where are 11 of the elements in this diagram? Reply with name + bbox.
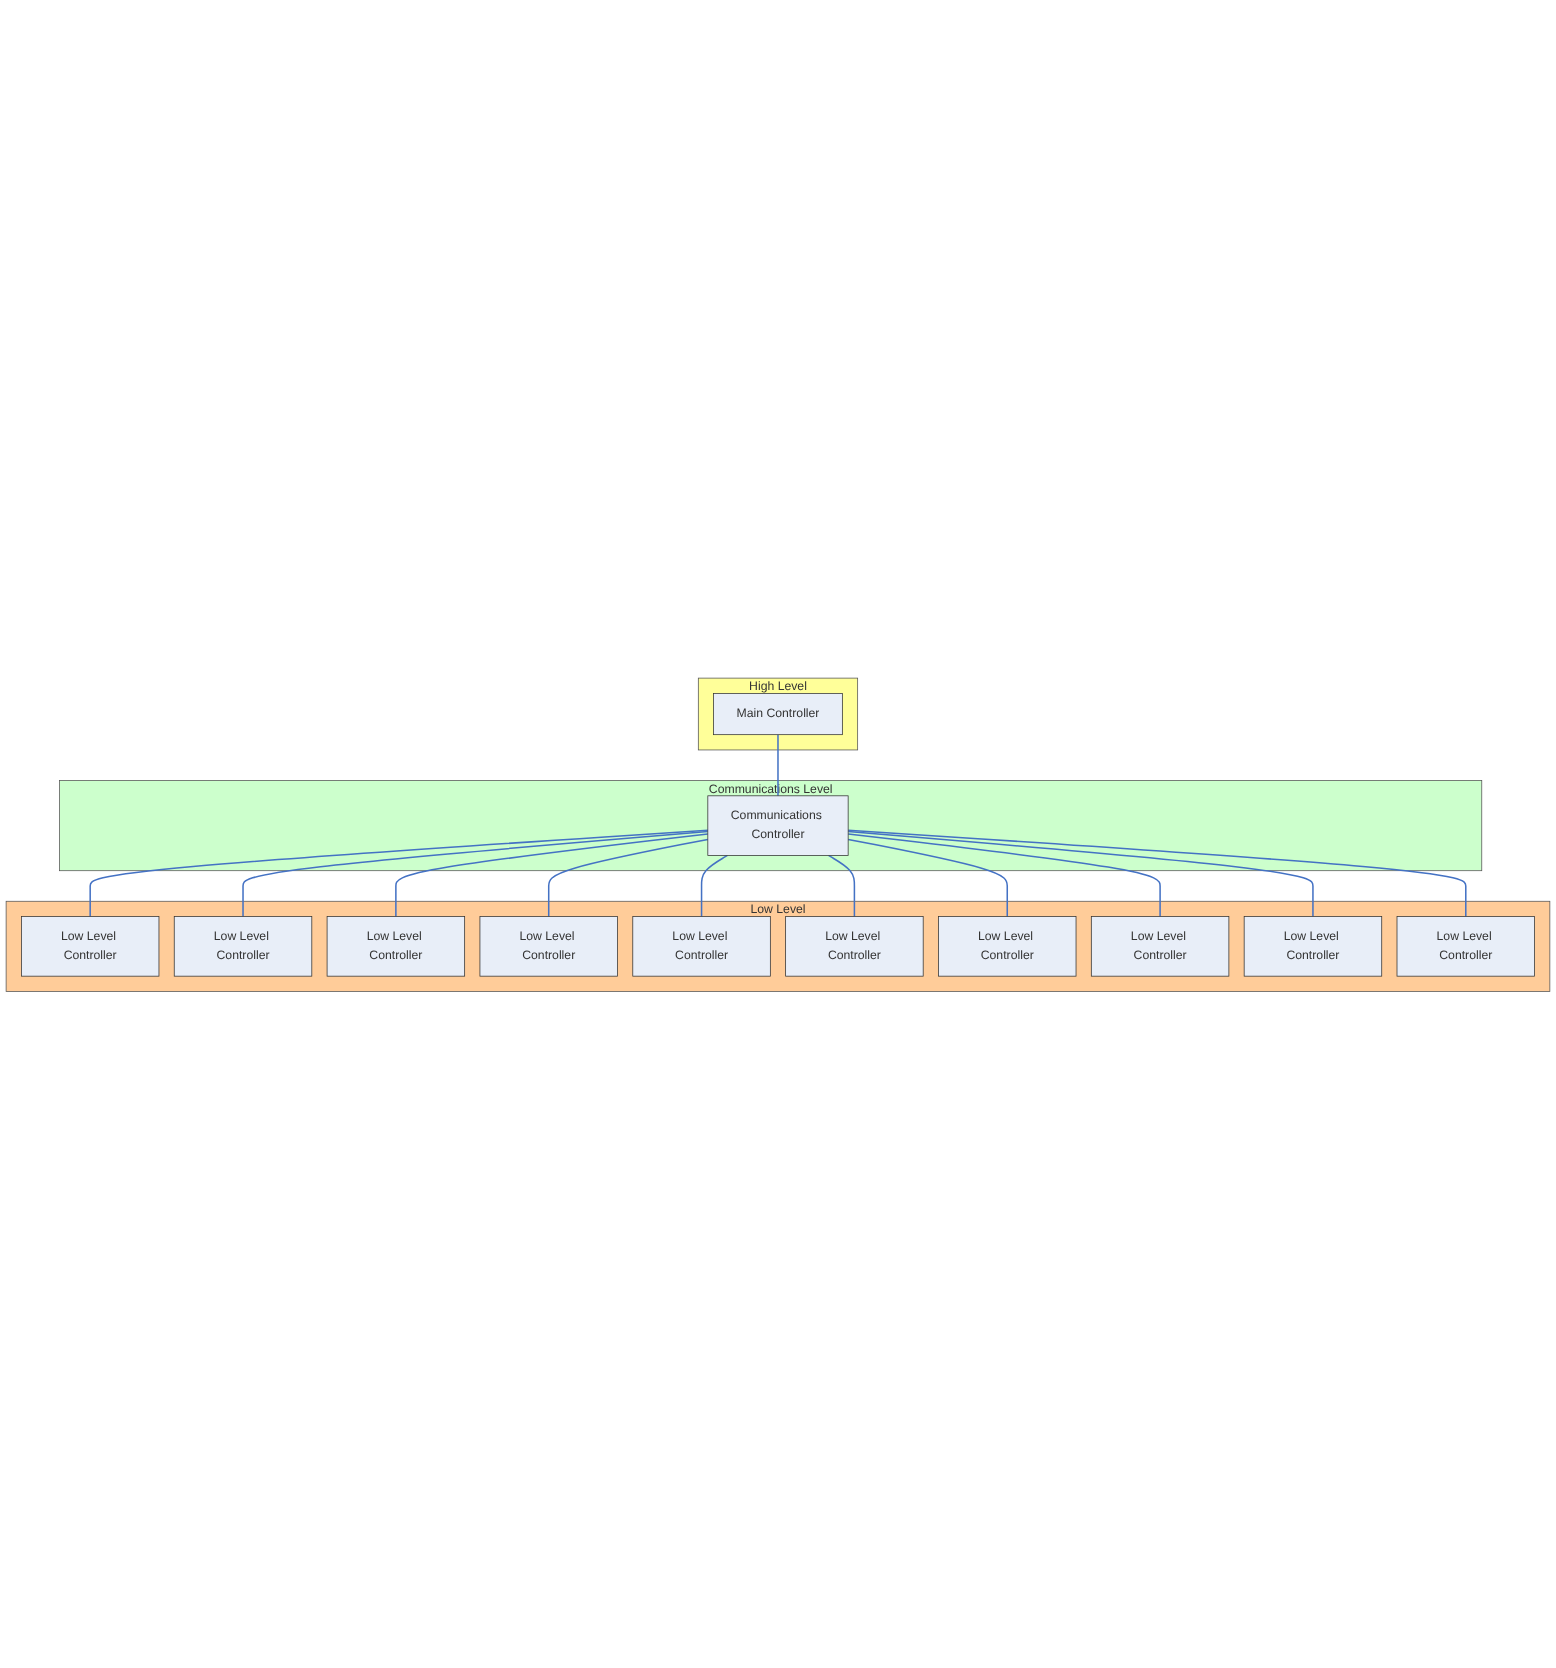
connector <box>395 832 709 917</box>
connector <box>700 853 729 917</box>
connector <box>847 832 1161 917</box>
connector <box>847 829 1314 917</box>
connector <box>847 828 1467 917</box>
connector <box>89 828 709 917</box>
connector <box>777 733 779 796</box>
connector <box>847 837 1008 917</box>
connector <box>242 829 709 917</box>
connector <box>547 837 709 917</box>
connector <box>827 853 856 917</box>
